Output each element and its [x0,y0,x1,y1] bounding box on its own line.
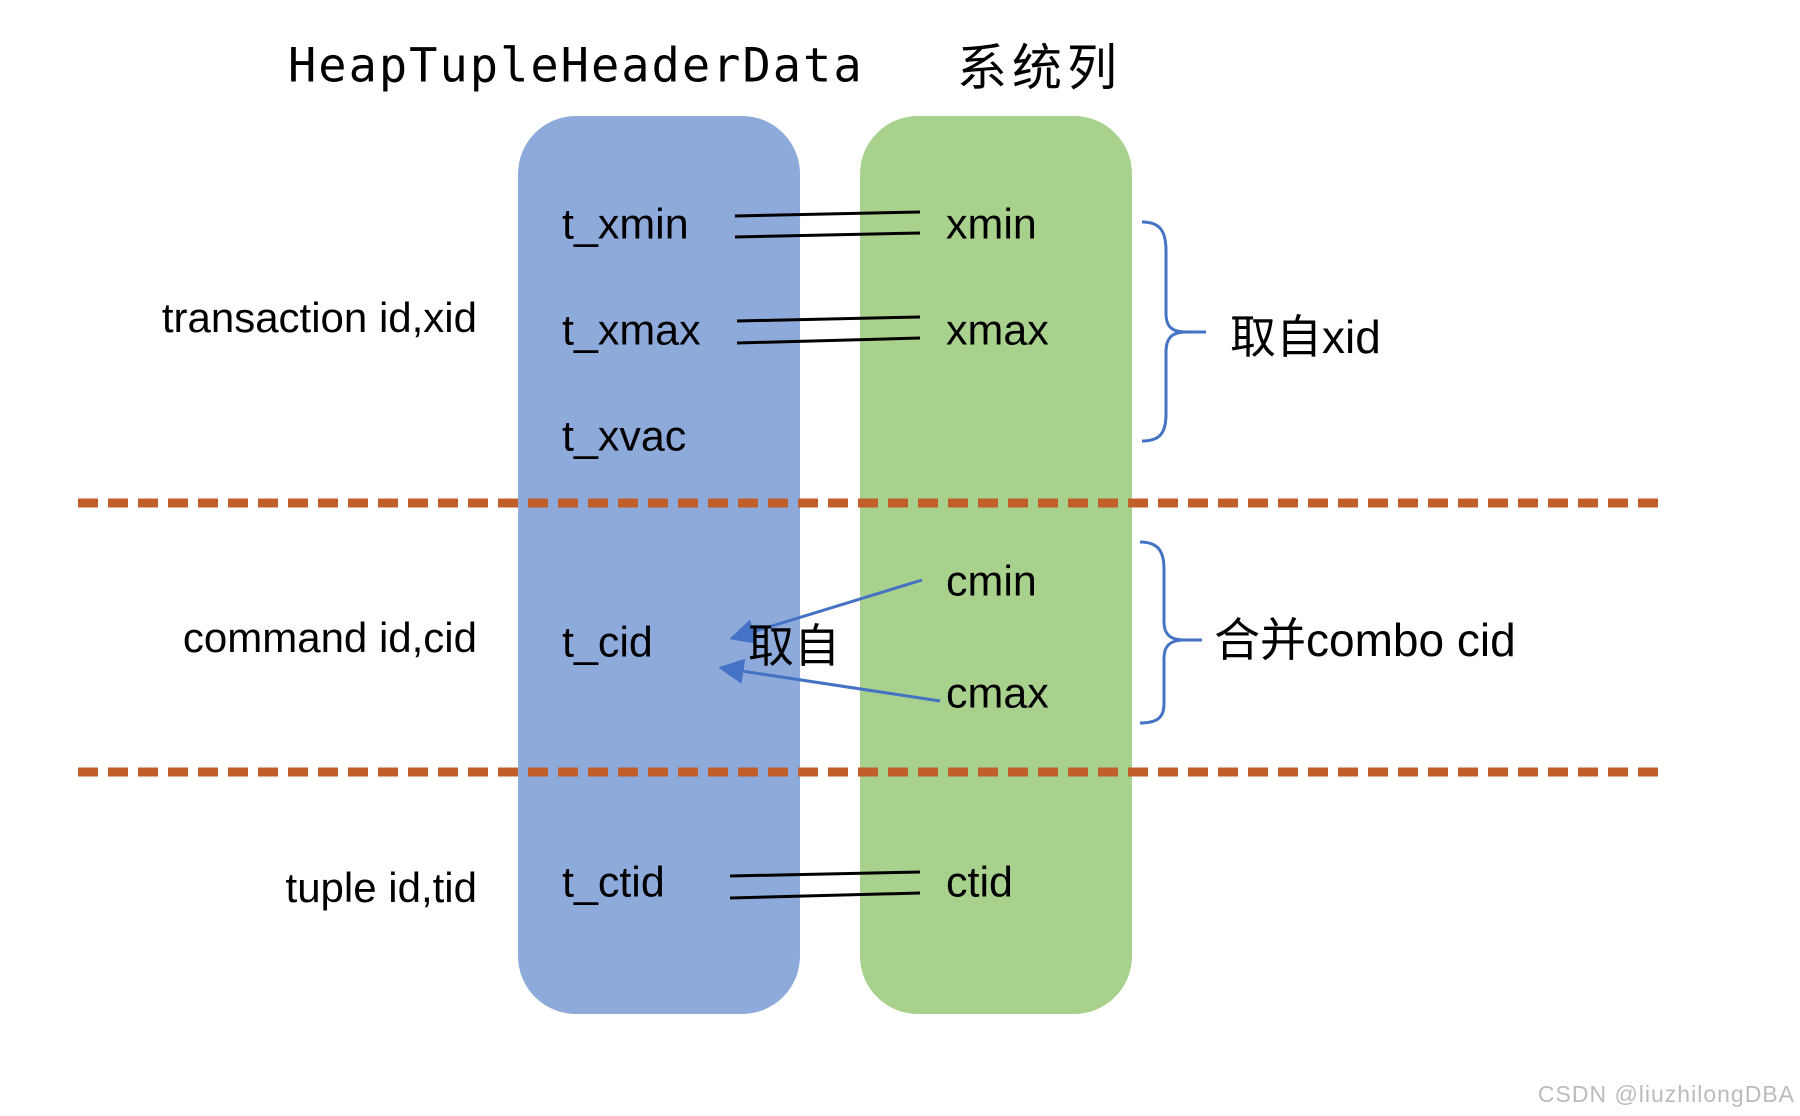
field-ctid: ctid [946,858,1013,907]
row-label-transaction-id: transaction id,xid [161,294,477,341]
brace-xid [1141,220,1187,443]
watermark: CSDN @liuzhilongDBA [1537,1081,1795,1107]
field-t-xvac: t_xvac [562,412,687,461]
row-label-command-id: command id,cid [182,614,477,661]
annotation-taken-from-xid: 取自xid [1230,311,1381,363]
field-cmin: cmin [946,557,1037,606]
field-t-xmax: t_xmax [562,306,701,355]
field-t-cid: t_cid [562,618,653,667]
system-columns-title: 系统列 [957,40,1122,96]
field-xmin: xmin [946,200,1037,249]
field-t-xmin: t_xmin [562,200,689,249]
brace-combo-cid [1139,540,1185,725]
field-xmax: xmax [946,306,1049,355]
field-t-ctid: t_ctid [562,858,665,907]
heap-tuple-header-title: HeapTupleHeaderData [288,38,864,94]
system-columns-column [860,116,1132,1014]
row-label-tuple-id: tuple id,tid [285,864,477,911]
annotation-taken-from: 取自 [748,620,840,672]
field-cmax: cmax [946,669,1049,718]
heap-tuple-header-column [518,116,800,1014]
annotation-merge-combo-cid: 合并combo cid [1214,614,1516,666]
